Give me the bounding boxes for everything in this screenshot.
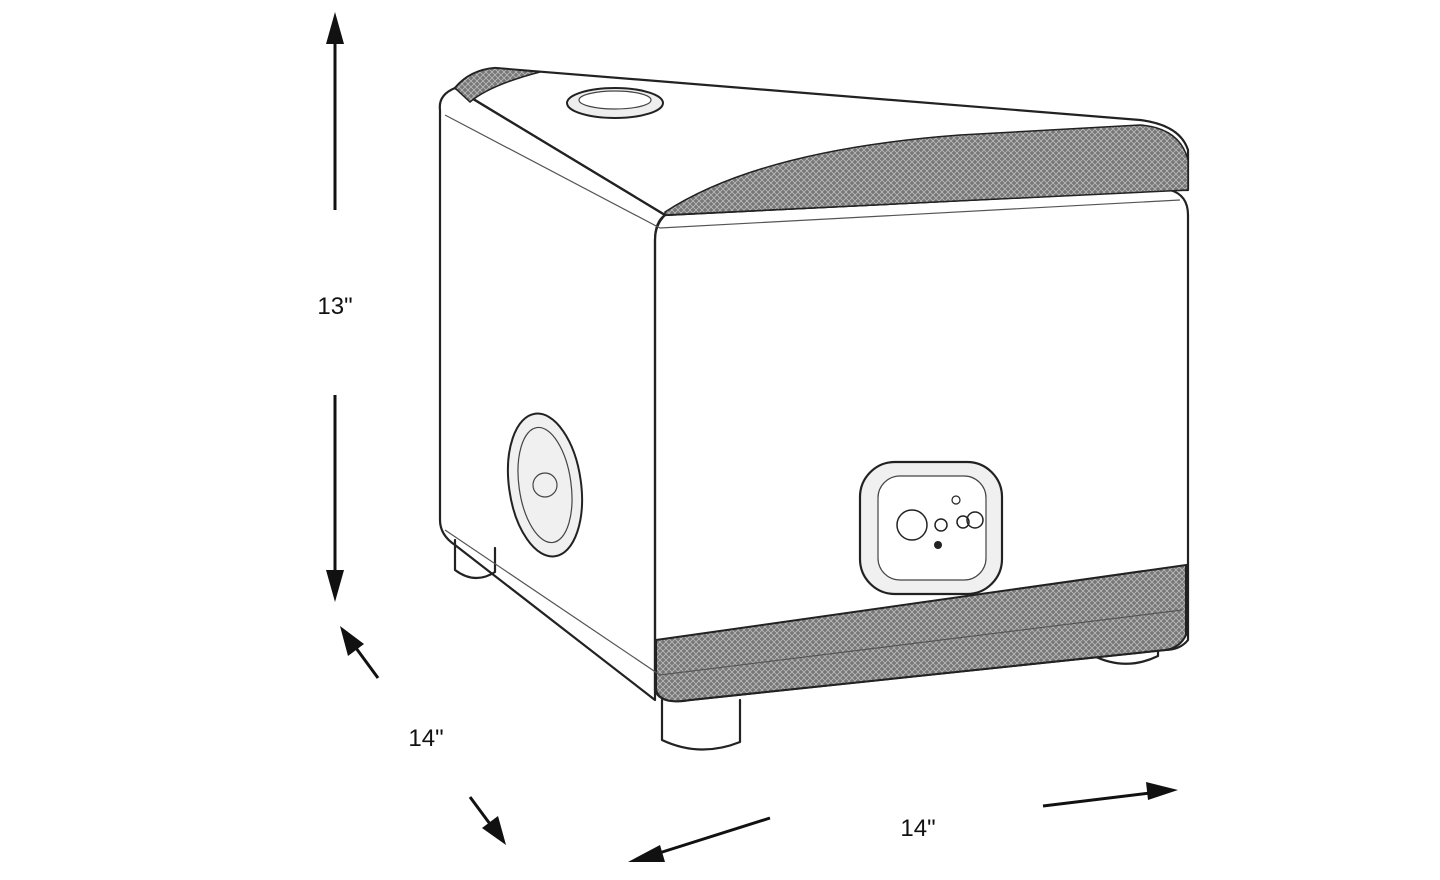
arrowhead-icon [482, 816, 506, 845]
arrowhead-icon [326, 12, 344, 44]
arrowhead-icon [1146, 782, 1178, 800]
depth-arrow-down [468, 796, 492, 825]
width-label: 14" [900, 815, 935, 842]
arrowhead-icon [628, 845, 665, 862]
height-dimension: 13" [317, 12, 353, 602]
depth-dimension: 14" [340, 626, 506, 845]
depth-arrow-up [354, 647, 380, 679]
speaker-ottoman-drawing [438, 66, 1190, 751]
arrowhead-icon [326, 570, 344, 602]
depth-label: 14" [408, 725, 443, 752]
width-arrow-right [1042, 791, 1151, 808]
width-dimension: 14" [628, 782, 1178, 862]
width-arrow-left [655, 816, 771, 856]
side-speaker-icon [506, 412, 584, 558]
height-label: 13" [317, 293, 352, 320]
arrowhead-icon [340, 626, 364, 656]
